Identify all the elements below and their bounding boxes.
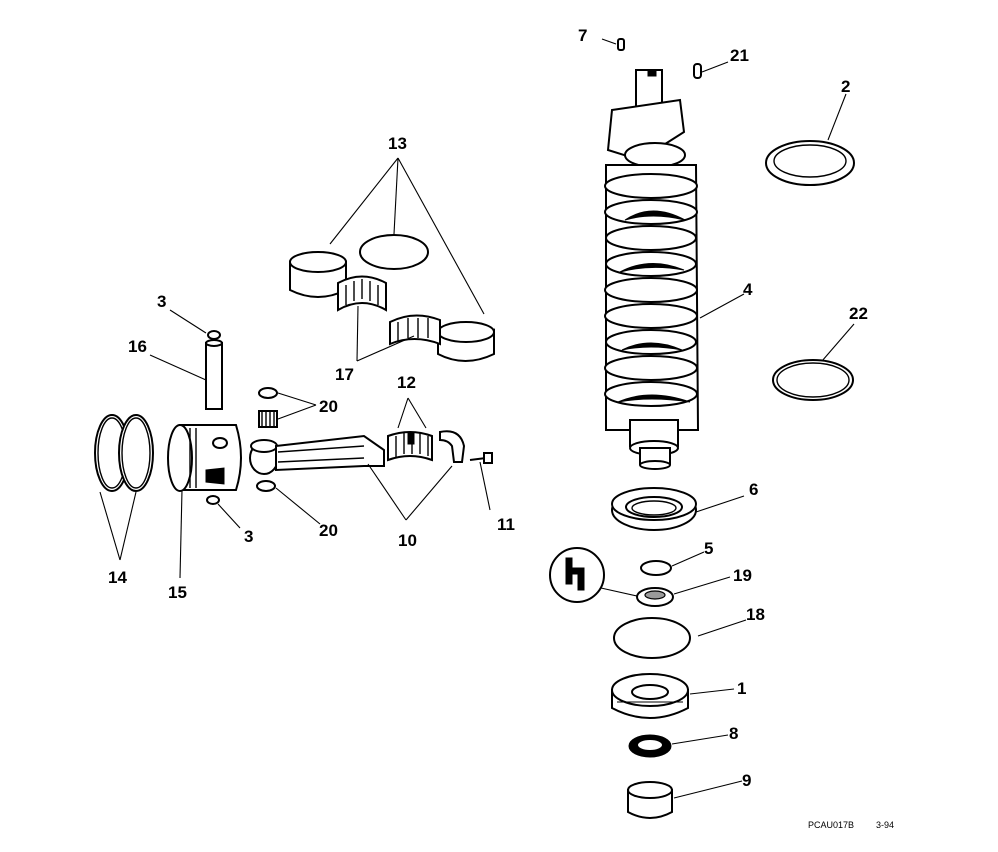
callout-14: 14: [108, 568, 127, 587]
callout-12: 12: [397, 373, 416, 392]
key-21: [693, 63, 702, 79]
crankshaft: [604, 69, 700, 470]
ball-bearing-6: [611, 487, 697, 531]
callout-20-bottom: 20: [319, 521, 338, 540]
callout-13: 13: [388, 134, 407, 153]
clip-3-bottom: [206, 495, 220, 505]
rod-bolt-11: [469, 452, 493, 464]
callout-9: 9: [742, 771, 751, 790]
drawing-date: 3-94: [876, 820, 894, 830]
connecting-rod-10: [249, 430, 466, 475]
callout-2: 2: [841, 77, 850, 96]
o-ring-22: [772, 359, 854, 401]
leader-lines: [99, 38, 855, 799]
needle-cages-17: [337, 275, 441, 346]
callout-4: 4: [743, 280, 753, 299]
piston-15: [167, 424, 242, 492]
pin-7: [617, 38, 625, 51]
callout-10: 10: [398, 531, 417, 550]
piston-rings-14: [94, 414, 154, 492]
clip-3-top: [207, 330, 221, 340]
callout-16: 16: [128, 337, 147, 356]
crankpin-bearings-12: [387, 431, 433, 462]
callout-3-top: 3: [157, 292, 166, 311]
callout-7: 7: [578, 26, 587, 45]
drawing-code: PCAU017B: [808, 820, 854, 830]
piston-pin-16: [205, 339, 223, 410]
seal-19: [636, 587, 674, 607]
callout-8: 8: [729, 724, 738, 743]
seal-8: [628, 734, 672, 758]
ring-5: [640, 560, 672, 576]
callout-3-bottom: 3: [244, 527, 253, 546]
bearing-shells-13: [289, 234, 495, 362]
needle-bearing-20: [256, 387, 278, 492]
callout-11: 11: [497, 515, 515, 534]
retainer-1: [611, 673, 689, 719]
callout-19: 19: [733, 566, 752, 585]
callout-6: 6: [749, 480, 758, 499]
o-ring-18: [613, 617, 691, 659]
callout-labels: 7 21 2 4 22 13 17 3 16 20 12 11 10 20 3 …: [108, 26, 868, 790]
callout-15: 15: [168, 583, 187, 602]
seal-detail-bubble: [549, 547, 638, 603]
callout-20-top: 20: [319, 397, 338, 416]
callout-21: 21: [730, 46, 749, 65]
callout-22: 22: [849, 304, 868, 323]
callout-1: 1: [737, 679, 746, 698]
bushing-9: [627, 781, 673, 819]
seal-ring-2: [765, 140, 855, 186]
callout-18: 18: [746, 605, 765, 624]
callout-17: 17: [335, 365, 354, 384]
callout-5: 5: [704, 539, 713, 558]
